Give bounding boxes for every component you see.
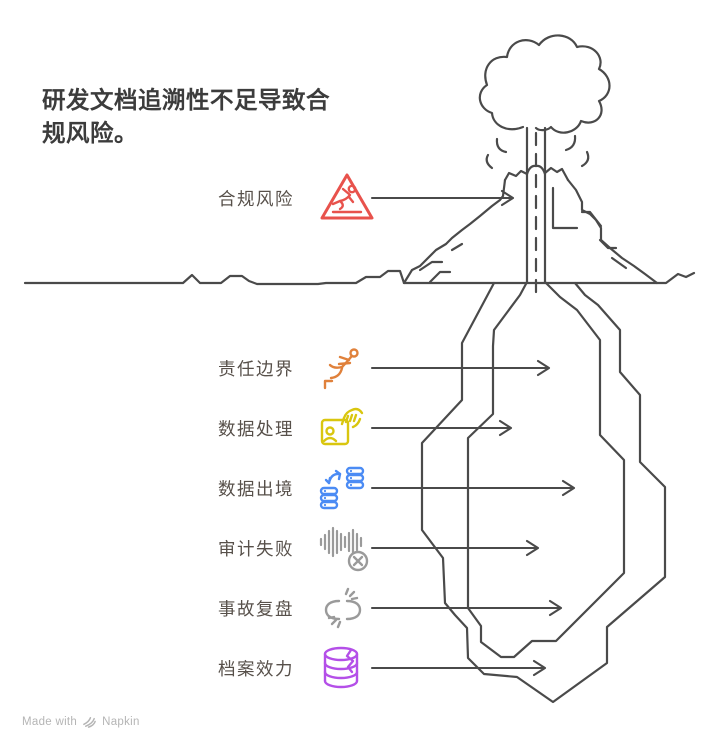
root-label-5: 事故复盘 xyxy=(218,598,294,619)
root-row-4: 审计失败 xyxy=(218,523,370,573)
surface-risk-label: 合规风险 xyxy=(218,188,294,209)
tripping-person-icon xyxy=(318,345,364,391)
id-card-hand-icon xyxy=(318,405,364,451)
arrow-compliance-risk xyxy=(370,189,515,207)
volcano-left-slope xyxy=(402,178,507,285)
root-row-1: 责任边界 xyxy=(218,343,364,393)
audit-waveform-fail-icon xyxy=(318,524,370,572)
magma-root-inner xyxy=(466,280,626,659)
root-label-3: 数据出境 xyxy=(218,478,294,499)
rock-accent xyxy=(428,270,452,284)
arrow-row-1 xyxy=(370,359,551,377)
napkin-brand-text: Napkin xyxy=(102,715,140,728)
eruption-cloud xyxy=(478,34,611,134)
root-label-1: 责任边界 xyxy=(218,358,294,379)
arrow-row-2 xyxy=(370,419,513,437)
rock-accent xyxy=(598,238,618,250)
rock-accent xyxy=(418,260,444,272)
root-row-3: 数据出境 xyxy=(218,463,366,513)
arrow-row-3 xyxy=(370,479,576,497)
surface-risk-row: 合规风险 xyxy=(218,173,376,223)
arrow-row-6 xyxy=(370,659,547,677)
rock-ledge xyxy=(551,186,579,230)
rock-accent xyxy=(450,242,464,252)
volcano-right-slope xyxy=(566,178,659,285)
data-transfer-icon xyxy=(318,464,366,512)
lava-droplet xyxy=(485,153,494,170)
root-row-5: 事故复盘 xyxy=(218,583,368,633)
made-with-text: Made with xyxy=(22,715,78,728)
slip-warning-triangle-icon xyxy=(318,171,376,225)
lava-droplet xyxy=(495,137,508,154)
ground-line xyxy=(23,269,696,286)
page-title: 研发文档追溯性不足导致合规风险。 xyxy=(42,87,330,147)
cracked-database-icon xyxy=(318,645,364,691)
magma-root-outer xyxy=(420,281,667,704)
rock-accent xyxy=(610,256,628,270)
rock-accent xyxy=(580,210,603,228)
root-label-2: 数据处理 xyxy=(218,418,294,439)
lava-droplet xyxy=(564,134,577,152)
lava-droplet xyxy=(580,150,590,168)
crater-rim xyxy=(543,166,570,182)
napkin-logo-icon xyxy=(83,717,96,728)
root-label-4: 审计失败 xyxy=(218,538,294,559)
made-with-napkin[interactable]: Made with Napkin xyxy=(22,714,140,729)
root-row-2: 数据处理 xyxy=(218,403,364,453)
root-row-6: 档案效力 xyxy=(218,643,364,693)
crater-lava-mound xyxy=(525,164,547,176)
crater-rim xyxy=(503,169,529,182)
broken-link-icon xyxy=(318,585,368,631)
arrow-row-4 xyxy=(370,539,540,557)
connector-arrows xyxy=(370,189,576,677)
arrow-row-5 xyxy=(370,599,563,617)
root-label-6: 档案效力 xyxy=(218,658,294,679)
